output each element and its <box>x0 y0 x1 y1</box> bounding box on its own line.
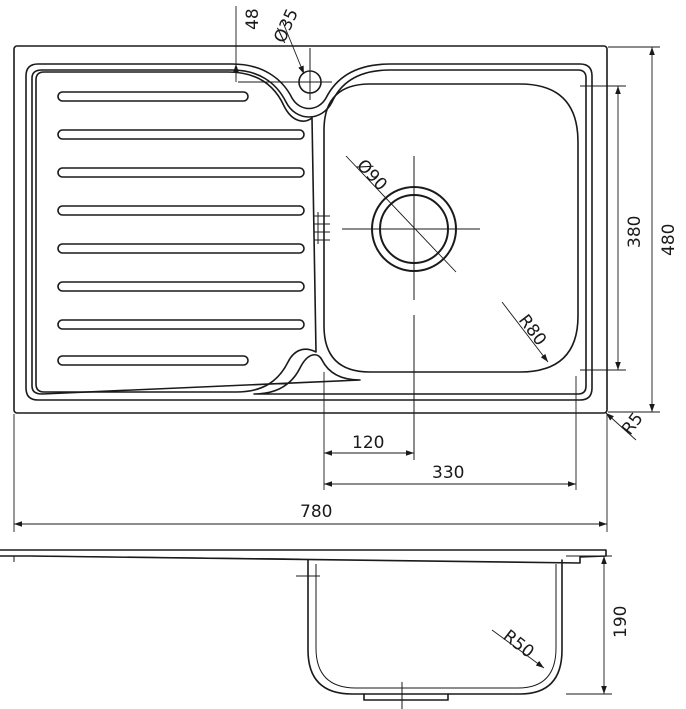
top-view <box>13 6 660 532</box>
drainer-groove <box>57 319 305 330</box>
drainer-groove <box>57 91 249 102</box>
dimension-labels: 48 Ø35 Ø90 R80 R5 380 480 120 330 780 19… <box>243 6 679 663</box>
sink-rim-contour <box>25 63 593 401</box>
dim-outer-corner-radius: R5 <box>618 409 648 439</box>
dim-overall-depth: 480 <box>659 224 679 256</box>
sink-rim-inner-contour <box>31 69 587 395</box>
dim-bowl-bottom-radius: R50 <box>499 626 538 662</box>
dim-overall-width: 780 <box>300 502 332 522</box>
drainer-groove <box>57 355 249 366</box>
side-view <box>0 549 612 709</box>
dim-tap-offset: 48 <box>243 8 263 30</box>
overflow-slots <box>314 212 330 244</box>
side-bowl <box>307 559 563 695</box>
drainer-groove <box>57 129 305 140</box>
bowl-outline <box>323 83 579 373</box>
dim-bowl-depth: 380 <box>625 216 645 248</box>
drainer-contour <box>35 71 317 393</box>
dim-bowl-width: 330 <box>432 463 464 483</box>
dim-bowl-corner-radius: R80 <box>514 311 550 350</box>
dim-bowl-height: 190 <box>611 606 631 638</box>
side-drain <box>363 693 449 701</box>
dim-drain-diameter: Ø90 <box>352 156 391 195</box>
dim-tap-diameter: Ø35 <box>270 6 303 46</box>
dim-drain-offset: 120 <box>352 433 384 453</box>
drainer-groove <box>57 205 305 216</box>
drainer-groove <box>57 167 305 178</box>
drainer-groove <box>57 281 305 292</box>
drainer-groove <box>57 243 305 254</box>
sink-outer-frame <box>13 45 608 414</box>
side-rim-lower <box>13 555 301 562</box>
drainer-grooves <box>57 91 305 366</box>
side-bowl-inner <box>315 564 557 689</box>
